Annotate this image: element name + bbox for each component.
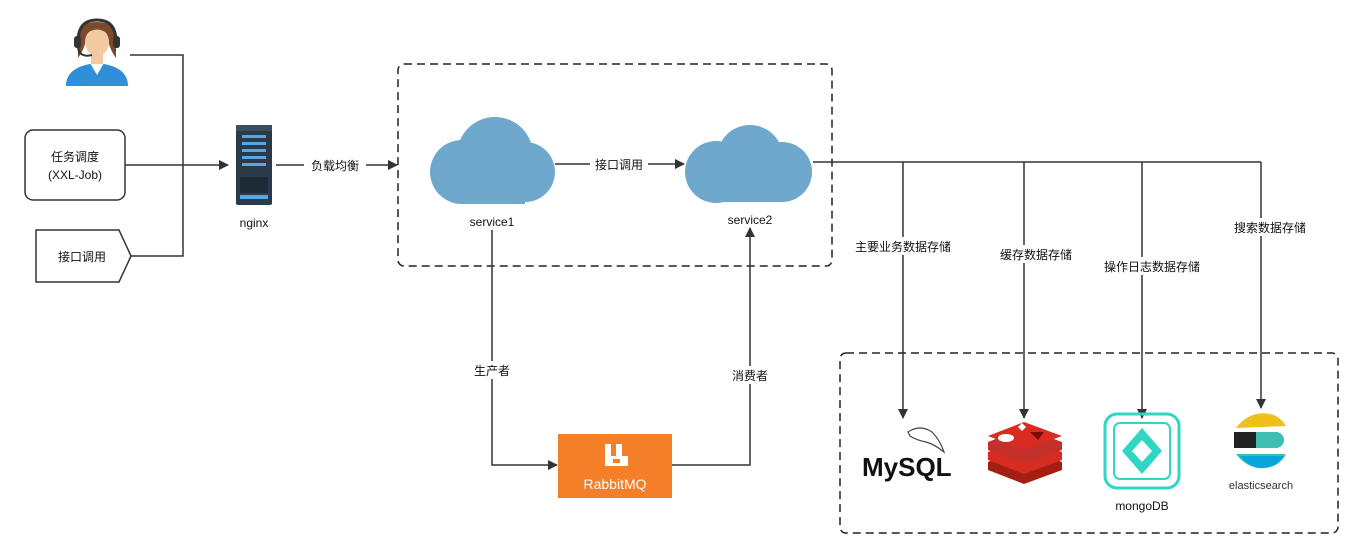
load-balance-label: 负载均衡 [311, 159, 359, 173]
rabbitmq-logo-icon [605, 444, 628, 466]
elasticsearch-logo-text: elasticsearch [1229, 480, 1293, 492]
mysql-dolphin-icon [907, 427, 946, 454]
api-call-box-label: 接口调用 [58, 249, 106, 264]
redis-edge-label: 缓存数据存储 [1000, 247, 1072, 262]
nginx-label: nginx [240, 216, 269, 230]
service1-cloud-icon [430, 117, 555, 204]
service2-label: service2 [728, 213, 773, 227]
task-scheduler-title: 任务调度 [51, 149, 99, 164]
service1-label: service1 [470, 215, 515, 229]
service2-cloud-icon [685, 125, 812, 203]
task-scheduler-subtitle: (XXL-Job) [48, 168, 102, 182]
storage-group [839, 352, 1339, 534]
mongodb-label: mongoDB [1115, 499, 1168, 513]
mysql-logo: MySQL [862, 452, 952, 482]
producer-arrow [491, 230, 558, 470]
operator-avatar-icon [66, 18, 128, 86]
consumer-label: 消费者 [732, 369, 768, 383]
services-group [397, 63, 833, 267]
storage-connectors [813, 161, 1266, 419]
es-edge-label: 搜索数据存储 [1234, 220, 1306, 235]
mongo-edge-label: 操作日志数据存储 [1104, 259, 1200, 274]
mysql-edge-label: 主要业务数据存储 [855, 239, 951, 254]
elasticsearch-logo-icon [1234, 413, 1286, 469]
task-scheduler-box [24, 129, 126, 201]
redis-logo-icon [988, 422, 1062, 484]
api-call-edge-label: 接口调用 [595, 157, 643, 172]
nginx-server-icon [236, 125, 272, 205]
consumer-arrow [672, 227, 755, 466]
rabbitmq-label: RabbitMQ [583, 476, 646, 492]
mongodb-logo-icon [1103, 412, 1181, 490]
api-call-box [35, 229, 132, 283]
producer-label: 生产者 [474, 364, 510, 378]
input-connectors [125, 54, 229, 257]
